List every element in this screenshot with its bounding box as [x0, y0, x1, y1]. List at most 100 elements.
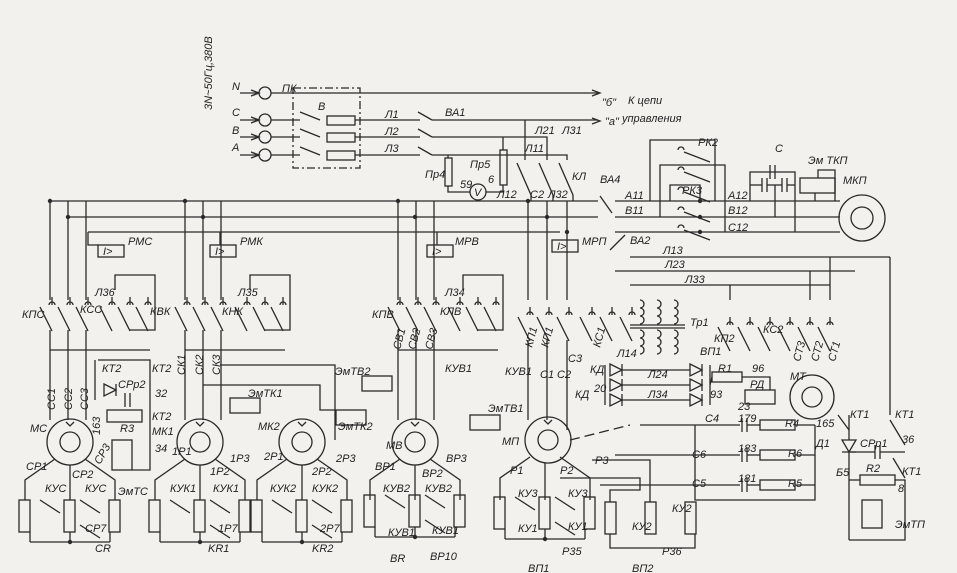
motor-mc-stator [46, 418, 94, 466]
component-label: СВ1 [391, 327, 408, 351]
component-label: КТ1 [850, 409, 869, 421]
wire [432, 154, 568, 160]
rk-contact [677, 224, 685, 229]
resistor-c6 [759, 449, 796, 461]
component-label: МС [30, 423, 47, 435]
vp2-resistor [604, 501, 617, 535]
capacitor [761, 178, 768, 192]
junction-dot [525, 198, 531, 204]
component-label: КП1 [523, 326, 540, 349]
component-label: ПК [282, 83, 297, 95]
motor-mk2-y-mark [297, 421, 307, 427]
wire [369, 458, 401, 500]
kp2-group-contact [806, 321, 814, 326]
wire [749, 171, 796, 232]
mrv-relay [426, 244, 454, 258]
group-ck-blade [234, 306, 248, 332]
capacitor-c4 [741, 418, 748, 432]
kp2-group-blade [777, 326, 791, 352]
resistor-c5 [759, 479, 796, 491]
group-cv-blade [387, 306, 401, 332]
junction-dot [65, 214, 71, 220]
wire [669, 184, 701, 201]
kp2-group-blade [757, 326, 771, 352]
wire [256, 458, 288, 500]
group-ck-blade [174, 306, 188, 332]
kp2-group-blade [717, 326, 731, 352]
component-label: ВР2 [422, 468, 443, 480]
motor-mk1-y-mark [195, 421, 205, 427]
wire [849, 479, 906, 541]
wire [24, 458, 56, 500]
component-label: РМС [128, 236, 152, 248]
coil-em-tv2 [361, 375, 393, 392]
kr1-contact [169, 499, 191, 514]
component-label: КУ2 [672, 503, 692, 515]
component-label: РМК [240, 236, 263, 248]
component-label: С5 [692, 478, 707, 490]
group-cs-contact [126, 301, 134, 306]
component-label: КУС [85, 483, 107, 495]
component-label: РК2 [698, 137, 718, 149]
component-label: КТ1 [902, 466, 921, 478]
component-label: КУК1 [170, 483, 196, 495]
component-label: ВП1 [528, 563, 549, 573]
kr2-resistor [295, 499, 308, 533]
motor-mc-y-mark [65, 421, 75, 427]
component-label: В12 [728, 205, 748, 217]
rk-blade [683, 151, 711, 163]
vp2-resistor [644, 501, 657, 535]
motor-mp-rotor [537, 429, 559, 451]
component-label: КТ2 [102, 363, 121, 375]
kr1-resistor [148, 499, 161, 533]
component-label: КУ3 [518, 488, 539, 500]
rk-blade [683, 191, 711, 203]
fuse [326, 132, 356, 143]
component-label: МП [502, 436, 519, 448]
mrv-relay-symbol: I> [432, 246, 442, 258]
wire [203, 384, 336, 411]
group-cv-contact [474, 301, 482, 306]
component-label: С6 [692, 449, 707, 461]
vp1-contact [554, 496, 576, 511]
wire [694, 425, 816, 501]
rms-relay [97, 244, 125, 258]
component-label: B [232, 125, 239, 137]
component-label: 59 [460, 179, 472, 191]
coil-em-ts [111, 439, 133, 471]
resistor-r3 [106, 409, 143, 423]
breaker-blade [417, 146, 433, 156]
kr1-contact [209, 499, 231, 514]
rectifier-diode [609, 392, 624, 408]
component-label: 1Р3 [230, 453, 250, 465]
component-label: КУВ2 [425, 483, 452, 495]
wire [87, 232, 98, 246]
junction-dot [200, 214, 206, 220]
component-label: 32 [155, 388, 167, 400]
mp-group-blade [556, 316, 570, 342]
component-label: Л24 [647, 369, 668, 381]
component-label: СРр2 [118, 379, 146, 391]
component-label: Тр1 [690, 317, 709, 329]
component-label: С2 [557, 369, 571, 381]
component-label: ЭмТК2 [338, 421, 373, 433]
mp-group-blade [536, 316, 550, 342]
wire [84, 458, 116, 500]
component-label: 3N~50Гц,380В [203, 36, 215, 110]
component-label: МК2 [258, 421, 280, 433]
component-label: Л1 [384, 109, 399, 121]
rectifier-diode [609, 362, 624, 378]
transformer-primary [673, 299, 679, 325]
component-label: СР3 [92, 441, 114, 466]
vp1-resistor [538, 496, 551, 530]
component-label: "а" [605, 116, 620, 128]
group-cs-contact [144, 301, 152, 306]
wire [649, 139, 716, 201]
motor-mt-stator [789, 374, 835, 420]
cr-resistor [18, 499, 31, 533]
mp-group-blade [619, 316, 633, 342]
wire [499, 456, 531, 500]
fuse [326, 150, 356, 161]
component-label: КУ1 [518, 523, 538, 535]
component-label: ВП1 [700, 346, 721, 358]
